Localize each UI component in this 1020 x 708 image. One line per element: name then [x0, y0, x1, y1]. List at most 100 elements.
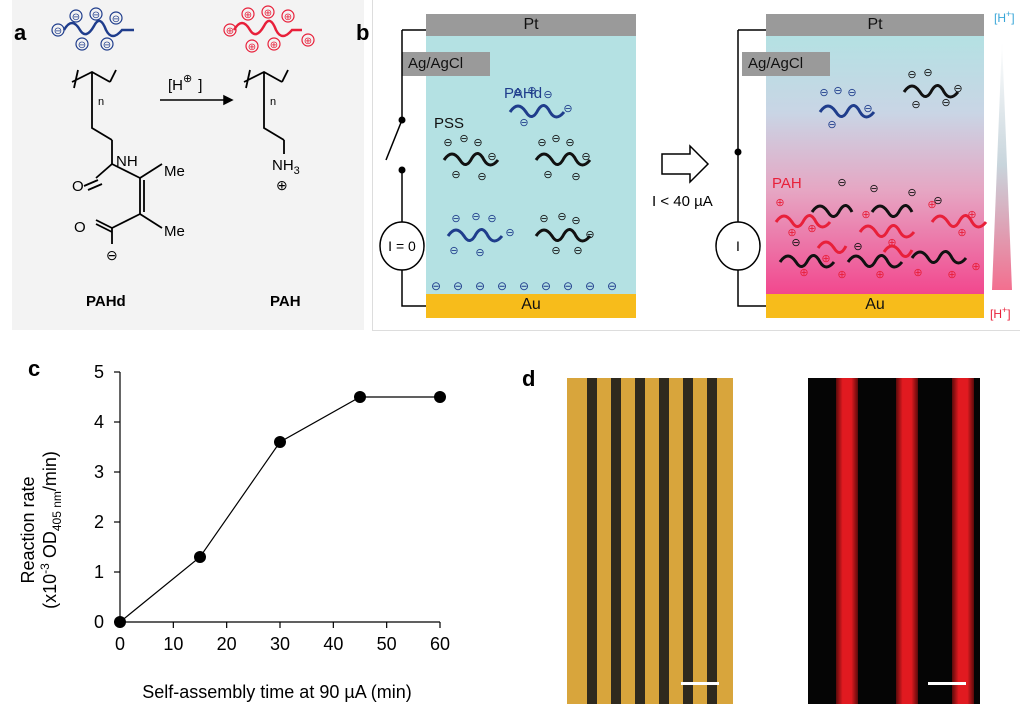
- pahd-polymer-icon: [62, 19, 134, 38]
- scale-bar-right: [928, 682, 966, 685]
- pahd-charges-icon: [51, 7, 123, 51]
- panel-b-drawing: I = 0 I I < 40 µA PAHd PSS ⊖⊖⊖⊖⊖ ⊖⊖⊖⊖⊖⊖ …: [379, 9, 1015, 321]
- svg-text:⊕: ⊕: [887, 237, 896, 249]
- electrolyte-left: [426, 36, 636, 294]
- svg-text:⊕: ⊕: [787, 227, 796, 239]
- current-zero-label: I = 0: [388, 238, 416, 254]
- y-axis-label: Reaction rate (x10-3 OD405 nm/min): [18, 451, 64, 609]
- pt-electrode-left: Pt: [426, 14, 636, 36]
- data-point: [434, 391, 446, 403]
- svg-text:⊕: ⊕: [284, 12, 292, 23]
- pah-label: PAH: [772, 175, 802, 192]
- svg-text:⊕: ⊕: [927, 199, 936, 211]
- svg-text:⊖: ⊖: [607, 279, 617, 293]
- svg-text:⊖: ⊖: [541, 279, 551, 293]
- svg-text:⊖: ⊖: [539, 213, 548, 225]
- svg-text:⊕: ⊕: [947, 269, 956, 281]
- ammeter-right-icon: [715, 221, 761, 271]
- svg-text:⊕: ⊕: [913, 267, 922, 279]
- scale-bar-left: [681, 682, 719, 685]
- surface-charges-icon: ⊖⊖⊖⊖⊖⊖⊖⊖⊖: [431, 279, 617, 293]
- reagent-label: [H⊕]: [168, 73, 202, 94]
- nh3-label: NH3: [272, 157, 300, 177]
- o2-label: O: [74, 219, 86, 236]
- fluorescence-micrograph: [808, 378, 980, 704]
- svg-text:⊖: ⊖: [551, 133, 560, 145]
- x-tick-label: 30: [270, 634, 290, 654]
- svg-text:⊖: ⊖: [907, 69, 916, 81]
- o1-label: O: [72, 178, 84, 195]
- svg-text:⊖: ⊖: [497, 279, 507, 293]
- svg-text:⊕: ⊕: [304, 36, 312, 47]
- svg-text:⊖: ⊖: [791, 237, 800, 249]
- svg-text:⊕: ⊕: [807, 223, 816, 235]
- y-tick-label: 2: [94, 512, 104, 532]
- chart-axes: [119, 372, 440, 623]
- svg-text:⊕: ⊕: [264, 8, 272, 19]
- svg-text:⊖: ⊖: [527, 85, 536, 97]
- y-axis-label-line1: Reaction rate: [18, 476, 38, 583]
- svg-text:⊖: ⊖: [953, 83, 962, 95]
- svg-text:⊖: ⊖: [471, 211, 480, 223]
- data-point: [194, 551, 206, 563]
- svg-text:⊕: ⊕: [971, 261, 980, 273]
- data-point: [354, 391, 366, 403]
- pt-electrode-right: Pt: [766, 14, 984, 36]
- svg-text:⊖: ⊖: [551, 245, 560, 257]
- svg-text:⊖: ⊖: [563, 103, 572, 115]
- svg-text:⊖: ⊖: [449, 245, 458, 257]
- y-tick-label: 5: [94, 362, 104, 382]
- svg-text:⊖: ⊖: [103, 40, 111, 51]
- x-tick-label: 10: [163, 634, 183, 654]
- ref-electrode-right: Ag/AgCl: [742, 52, 830, 76]
- circuit-left: [385, 29, 426, 307]
- subscript-n-left: n: [98, 96, 104, 108]
- svg-text:⊕: ⊕: [799, 267, 808, 279]
- pahd-name: PAHd: [86, 293, 126, 310]
- svg-text:⊖: ⊖: [519, 279, 529, 293]
- svg-text:⊕: ⊕: [875, 269, 884, 281]
- svg-text:⊕: ⊕: [861, 209, 870, 221]
- svg-text:⊖: ⊖: [92, 10, 100, 21]
- svg-text:⊖: ⊖: [571, 215, 580, 227]
- svg-text:⊖: ⊖: [106, 247, 118, 263]
- svg-text:⊖: ⊖: [853, 241, 862, 253]
- condition-label: I < 40 µA: [652, 193, 713, 210]
- panel-d-letter: d: [522, 366, 536, 391]
- pah-polymer-icon: [232, 19, 302, 38]
- svg-text:⊖: ⊖: [585, 229, 594, 241]
- chart-points: [114, 391, 446, 628]
- svg-text:⊖: ⊖: [477, 171, 486, 183]
- svg-text:⊖: ⊖: [837, 177, 846, 189]
- pahd-structure: [71, 69, 163, 244]
- ammeter-left-icon: [379, 221, 425, 271]
- transition-arrow-icon: [661, 144, 710, 184]
- svg-text:⊖: ⊖: [537, 137, 546, 149]
- pah-name: PAH: [270, 293, 301, 310]
- svg-text:⊖: ⊖: [827, 119, 836, 131]
- svg-text:⊖: ⊖: [54, 26, 62, 37]
- y-tick-label: 0: [94, 612, 104, 632]
- brightfield-micrograph: [567, 378, 733, 704]
- subscript-n-right: n: [270, 96, 276, 108]
- svg-text:⊖: ⊖: [911, 99, 920, 111]
- svg-text:⊖: ⊖: [933, 195, 942, 207]
- svg-text:⊖: ⊖: [443, 137, 452, 149]
- svg-text:⊖: ⊖: [475, 279, 485, 293]
- svg-text:⊖: ⊖: [473, 137, 482, 149]
- svg-text:⊖: ⊖: [585, 279, 595, 293]
- h-top-label: [H+]: [994, 9, 1015, 25]
- circuit-right: [737, 29, 766, 307]
- svg-text:⊕: ⊕: [226, 26, 234, 37]
- svg-text:⊕: ⊕: [270, 40, 278, 51]
- svg-text:⊕: ⊕: [276, 177, 288, 193]
- svg-text:⊖: ⊖: [543, 89, 552, 101]
- panel-a-scheme: ⊖⊖⊖⊖⊖⊖ ⊕⊕⊕⊕⊕⊕⊕ n NH O Me Me O ⊖ n NH3 ⊕: [51, 5, 315, 310]
- svg-text:⊖: ⊖: [543, 169, 552, 181]
- series-line: [119, 396, 440, 623]
- au-electrode-left: Au: [426, 294, 636, 318]
- x-tick-label: 20: [217, 634, 237, 654]
- svg-text:⊖: ⊖: [487, 151, 496, 163]
- data-point: [274, 436, 286, 448]
